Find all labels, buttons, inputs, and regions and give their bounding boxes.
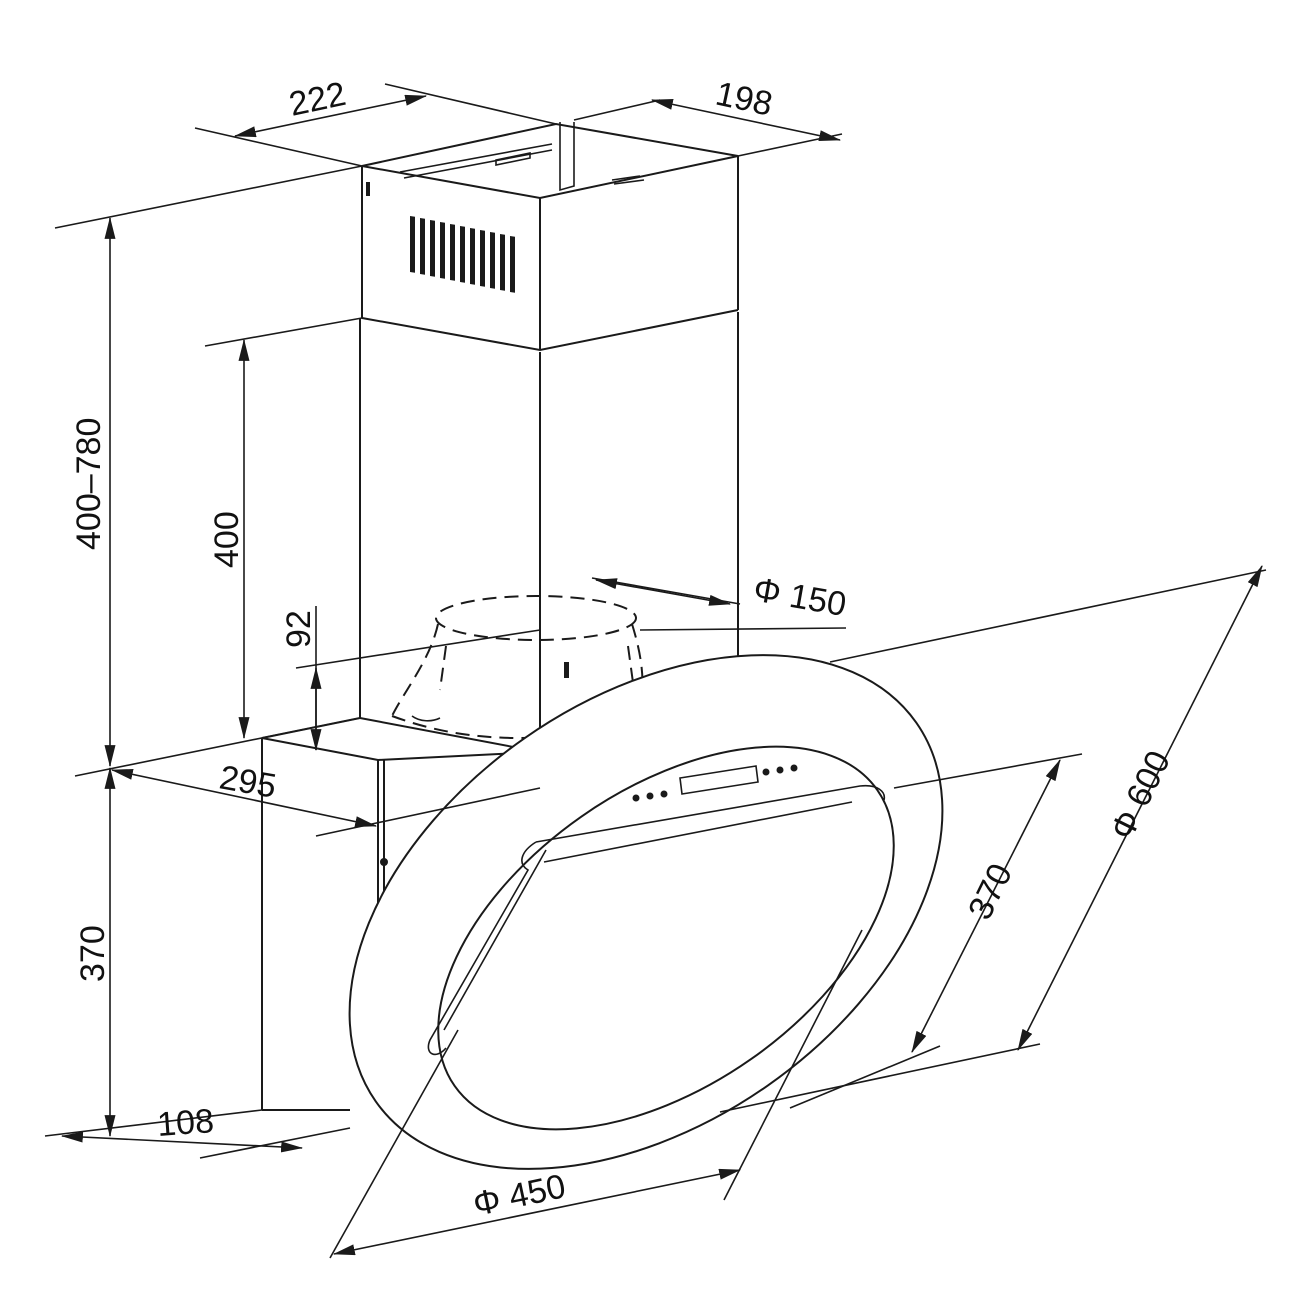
- glass-canopy: [254, 549, 1038, 1275]
- dim-wall-depth: 108: [156, 1102, 215, 1144]
- dim-glass-outer-diameter: Φ 600: [1103, 745, 1178, 846]
- dim-motor-offset: 92: [280, 610, 318, 648]
- dim-top-depth: 222: [286, 75, 349, 124]
- dim-total-height: 400–780: [70, 418, 108, 550]
- dim-hood-depth: 295: [217, 758, 279, 805]
- dim-top-width: 198: [712, 75, 775, 124]
- dim-body-height: 370: [74, 925, 112, 982]
- dim-chimney-height: 400: [208, 511, 246, 568]
- dim-glass-height: 370: [961, 858, 1020, 926]
- dim-outlet-diameter: Φ 150: [751, 570, 849, 624]
- vent-grille: [410, 216, 515, 293]
- upper-chimney: [362, 122, 738, 350]
